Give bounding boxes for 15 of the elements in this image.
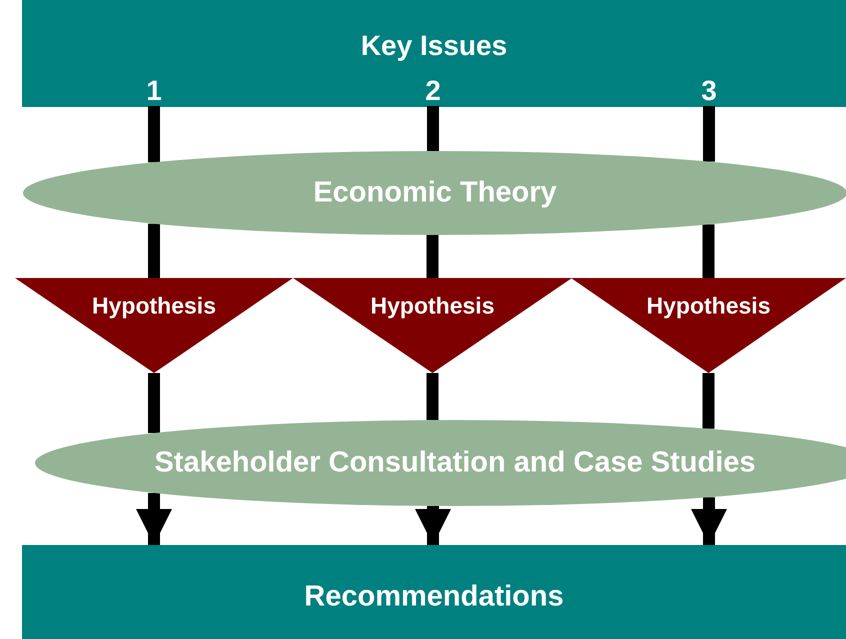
ellipse-label: Economic Theory xyxy=(313,176,557,210)
triangle-label: Hypothesis xyxy=(646,292,770,320)
arrow xyxy=(136,493,172,545)
triangle-label: Hypothesis xyxy=(370,292,494,320)
step-number: 2 xyxy=(419,76,447,106)
band-title: Key Issues xyxy=(360,30,508,62)
result-band xyxy=(22,545,846,639)
triangle-label: Hypothesis xyxy=(92,292,216,320)
arrow xyxy=(691,497,727,545)
step-number: 1 xyxy=(140,76,168,106)
step-number: 3 xyxy=(695,76,723,106)
ellipse-label: Stakeholder Consultation and Case Studies xyxy=(154,446,756,480)
header-band xyxy=(22,0,846,107)
arrow xyxy=(415,506,451,545)
band-title: Recommendations xyxy=(304,580,564,614)
